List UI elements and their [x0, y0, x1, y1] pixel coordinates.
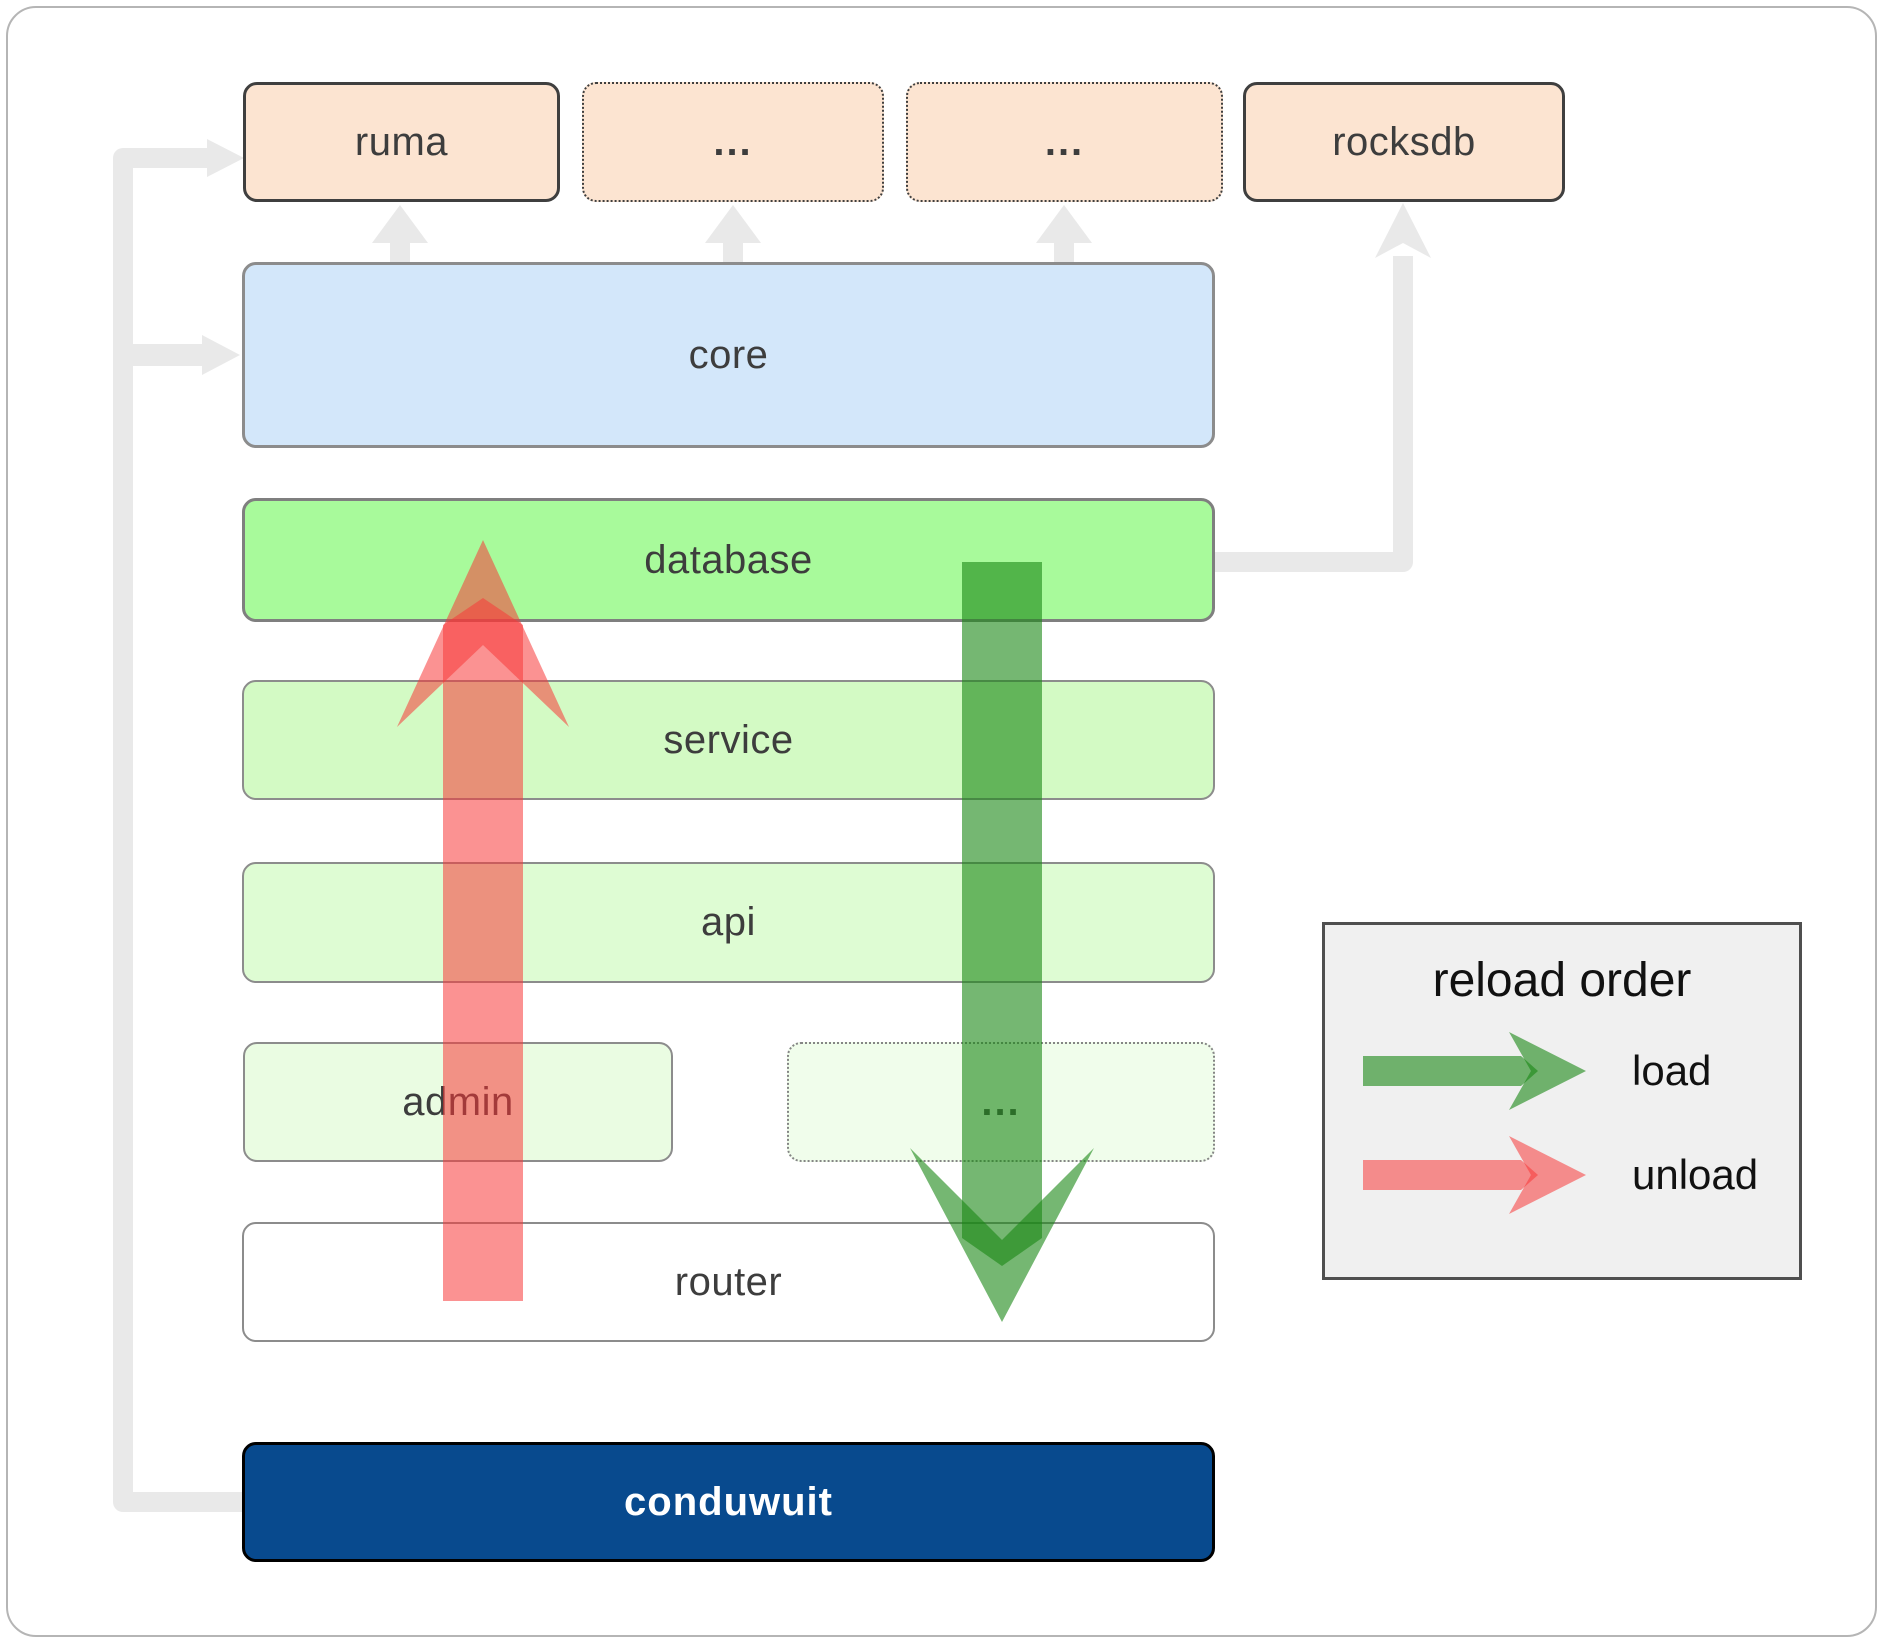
- box-api-label: api: [701, 900, 756, 944]
- box-conduwuit-label: conduwuit: [624, 1479, 833, 1524]
- box-service: service: [242, 680, 1215, 800]
- box-ellipsis-top-1-label: ...: [713, 119, 753, 164]
- box-router: router: [242, 1222, 1215, 1342]
- box-core: core: [242, 262, 1215, 448]
- box-ruma-label: ruma: [354, 119, 449, 164]
- red-unload-arrow-icon: [1363, 1136, 1586, 1214]
- box-ellipsis-top-2: ...: [906, 82, 1223, 202]
- box-core-label: core: [688, 332, 769, 377]
- legend-label-unload: unload: [1632, 1151, 1759, 1198]
- box-ellipsis-top-2-label: ...: [1044, 119, 1085, 164]
- legend-reload-order: reload order load unload: [1322, 922, 1802, 1280]
- box-api: api: [242, 862, 1215, 983]
- box-admin: admin: [243, 1042, 673, 1162]
- box-service-label: service: [663, 717, 794, 762]
- box-database: database: [242, 498, 1215, 622]
- box-rocksdb: rocksdb: [1243, 82, 1565, 202]
- legend-title: reload order: [1432, 954, 1692, 1007]
- outer-border: [6, 6, 1877, 1637]
- box-rocksdb-label: rocksdb: [1332, 119, 1476, 164]
- box-router-label: router: [674, 1259, 783, 1304]
- legend-label-load: load: [1632, 1047, 1712, 1094]
- green-load-arrow-icon: [1363, 1032, 1586, 1110]
- box-database-label: database: [644, 537, 813, 582]
- box-ellipsis-top-1: ...: [582, 82, 884, 202]
- legend-row-load: load: [1363, 1030, 1799, 1112]
- box-ellipsis-admin: ...: [787, 1042, 1215, 1162]
- box-conduwuit: conduwuit: [242, 1442, 1215, 1562]
- legend-row-unload: unload: [1363, 1134, 1799, 1216]
- box-ruma: ruma: [243, 82, 560, 202]
- box-ellipsis-admin-label: ...: [981, 1079, 1021, 1124]
- box-admin-label: admin: [402, 1079, 514, 1124]
